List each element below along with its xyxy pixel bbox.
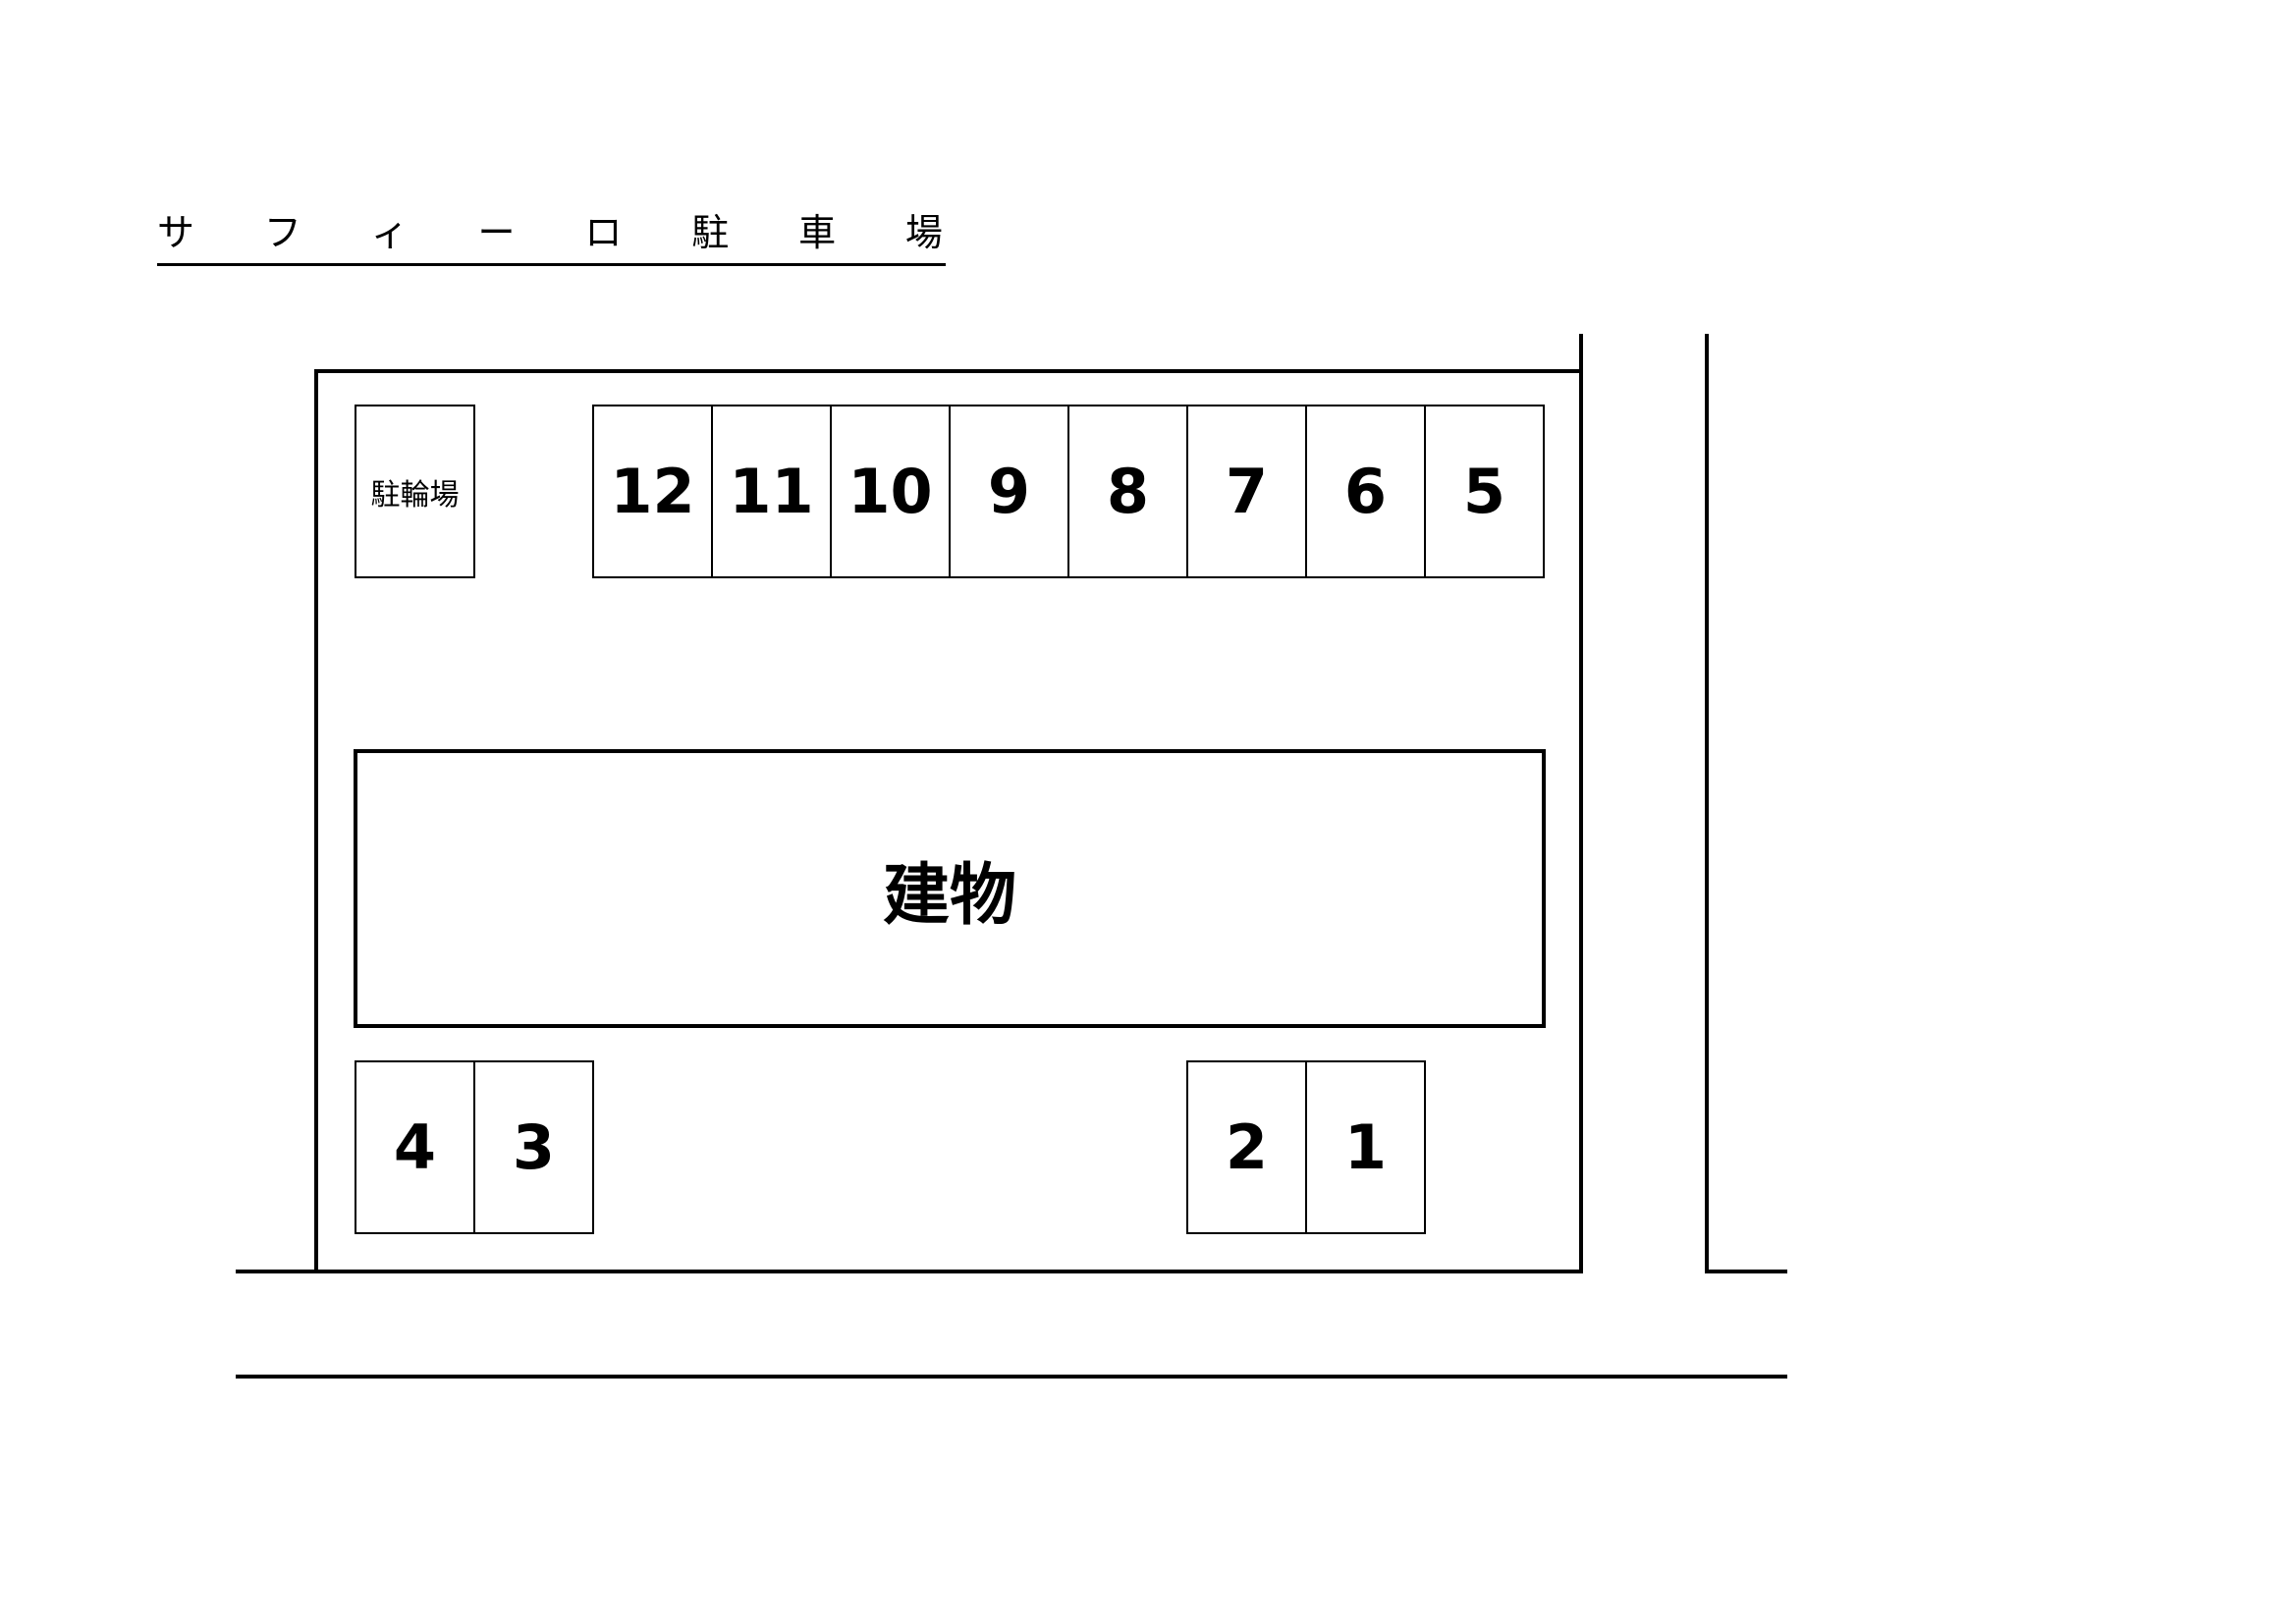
lot-boundary [314,334,1583,1273]
parking-slot-6 [1305,405,1426,578]
parking-slot-4 [355,1060,475,1234]
title-char: サ [157,210,195,254]
bicycle-parking [355,405,475,578]
title-underline [157,263,946,266]
parking-slot-3 [473,1060,594,1234]
title-char: ィ [370,210,409,254]
parking-slot-8 [1067,405,1188,578]
parking-slot-11 [711,405,832,578]
title-char: 駐 [691,210,730,254]
parking-slot-9 [949,405,1069,578]
title-char: 場 [904,210,943,254]
title-char: ロ [584,210,623,254]
parking-slot-5 [1424,405,1545,578]
page-title: サ フ ィ ー ロ 駐 車 場 [157,201,943,256]
title-char: ー [477,210,516,254]
parking-slot-12 [592,405,713,578]
parking-slot-1 [1305,1060,1426,1234]
parking-slot-7 [1186,405,1307,578]
building [354,749,1546,1028]
side-road-edge [1705,334,1787,1273]
title-char: 車 [798,210,837,254]
title-char: フ [263,210,301,254]
parking-slot-2 [1186,1060,1307,1234]
parking-slot-10 [830,405,951,578]
